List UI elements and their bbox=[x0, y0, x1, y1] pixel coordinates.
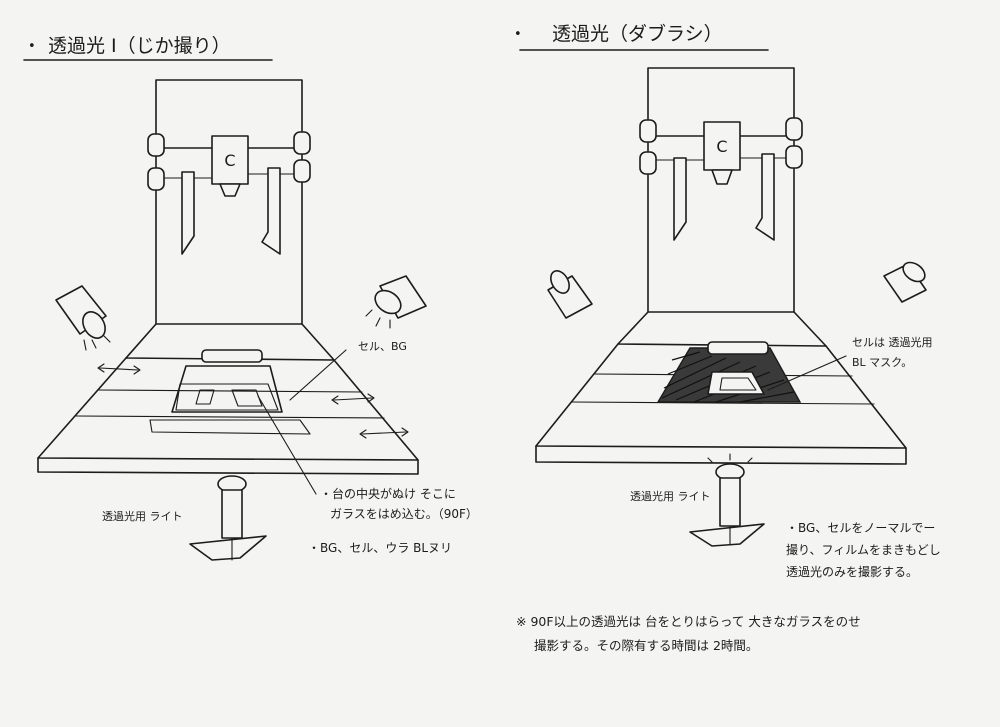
left-light-base bbox=[189, 535, 267, 561]
left-table-inset bbox=[149, 419, 311, 435]
left-table-seam-1 bbox=[97, 389, 363, 393]
left-leader-center bbox=[257, 395, 317, 495]
right-table-top bbox=[535, 343, 907, 449]
left-glass-cel-1 bbox=[195, 389, 215, 405]
left-stand-clamp-2 bbox=[147, 167, 165, 191]
footer-line2: 撮影する。その際有する時間は 2時間。 bbox=[534, 638, 758, 653]
right-peg-bar bbox=[707, 341, 769, 355]
left-transmission-light bbox=[189, 475, 267, 561]
left-note-center-line2: ガラスをはめ込む。（90F） bbox=[330, 507, 478, 521]
right-stand-clamp-4 bbox=[785, 145, 803, 169]
right-lamp-left bbox=[547, 270, 593, 319]
left-stand-clamp-3 bbox=[293, 131, 311, 155]
right-lamp-left-lens bbox=[550, 270, 570, 294]
left-lamp-left-ray-3 bbox=[83, 339, 87, 351]
left-label-cel-bg: セル、BG bbox=[358, 340, 407, 353]
left-title: 透過光 Ⅰ（じか撮り） bbox=[48, 35, 231, 57]
right-panel: • 透過光（ダブラシ） C bbox=[514, 22, 941, 579]
right-stand-clamp-1 bbox=[639, 119, 657, 143]
right-title: 透過光（ダブラシ） bbox=[552, 22, 723, 45]
left-table-seam-2 bbox=[75, 415, 385, 419]
left-panel: • 透過光 Ⅰ（じか撮り） C bbox=[23, 35, 478, 561]
left-camera-lens bbox=[219, 183, 241, 197]
footer-line1: ※ 90F以上の透過光は 台をとりはらって 大きなガラスをのせ bbox=[516, 614, 861, 629]
right-light-ray-1 bbox=[707, 457, 713, 463]
left-hanging-panel-1 bbox=[181, 171, 195, 255]
left-title-bullet: • bbox=[28, 39, 36, 54]
left-stand-frame bbox=[155, 79, 303, 325]
right-camera-lens bbox=[711, 169, 733, 185]
left-glass-opening bbox=[175, 383, 279, 411]
right-transmission-light bbox=[689, 453, 765, 547]
right-stand-frame bbox=[647, 67, 795, 313]
left-arrow-3 bbox=[359, 427, 409, 439]
right-camera-label: C bbox=[716, 137, 727, 156]
right-stand-clamp-3 bbox=[785, 117, 803, 141]
right-note-line2: 撮り、フィルムをまきもどし bbox=[786, 543, 941, 557]
right-note-line3: 透過光のみを撮影する。 bbox=[786, 565, 918, 579]
right-lamp-right-lens bbox=[902, 261, 926, 283]
left-leader-cel bbox=[289, 349, 347, 401]
right-mask-window-inner bbox=[719, 377, 757, 391]
left-arrow-1 bbox=[97, 363, 141, 375]
left-camera-body bbox=[211, 135, 249, 185]
left-table-front-edge bbox=[37, 457, 419, 475]
left-light-column bbox=[221, 489, 243, 539]
left-hanging-panel-2 bbox=[261, 167, 281, 255]
left-label-light: 透過光用 ライト bbox=[102, 509, 183, 523]
right-table-front-edge bbox=[535, 445, 907, 465]
right-camera-stand bbox=[639, 67, 803, 313]
left-stand-clamp-4 bbox=[293, 159, 311, 183]
right-table-seam-2 bbox=[571, 401, 875, 405]
right-camera: C bbox=[703, 121, 741, 185]
left-lamp-right-ray-1 bbox=[365, 309, 373, 317]
left-lamp-right bbox=[365, 275, 427, 329]
left-note-center-line1: ・台の中央がぬけ そこに bbox=[320, 486, 456, 501]
left-lamp-left-lens bbox=[82, 311, 106, 339]
right-light-column bbox=[719, 477, 741, 527]
right-lamp-right-housing bbox=[883, 263, 927, 303]
left-glass-frame bbox=[171, 365, 283, 413]
left-table-top bbox=[37, 357, 419, 461]
left-glass-cel-2 bbox=[231, 389, 263, 407]
left-peg-bar bbox=[201, 349, 263, 363]
left-lamp-right-lens bbox=[374, 289, 402, 315]
left-lamp-left bbox=[55, 285, 111, 351]
right-title-bullet: • bbox=[514, 27, 522, 42]
left-camera-label: C bbox=[224, 151, 235, 170]
right-label-light: 透過光用 ライト bbox=[630, 489, 711, 503]
left-animation-table bbox=[37, 323, 419, 475]
right-label-cel-line2: BL マスク。 bbox=[852, 356, 912, 369]
footer-note: ※ 90F以上の透過光は 台をとりはらって 大きなガラスをのせ 撮影する。その際… bbox=[516, 614, 861, 653]
right-hanging-panel-1 bbox=[673, 157, 687, 241]
left-lamp-left-ray-2 bbox=[103, 335, 111, 343]
right-animation-table bbox=[535, 311, 907, 465]
left-camera-stand bbox=[147, 79, 311, 325]
right-lamp-right bbox=[883, 261, 927, 303]
right-stand-clamp-2 bbox=[639, 151, 657, 175]
left-camera: C bbox=[211, 135, 249, 197]
right-hanging-panel-2 bbox=[755, 153, 775, 241]
left-note-bg: ・BG、セル、ウラ BLヌリ bbox=[308, 541, 452, 555]
left-stand-clamp-1 bbox=[147, 133, 165, 157]
right-table-back bbox=[617, 311, 827, 347]
left-lamp-left-ray-1 bbox=[91, 339, 97, 349]
left-arrow-2 bbox=[331, 393, 375, 405]
right-label-cel-line1: セルは 透過光用 bbox=[852, 335, 933, 349]
right-light-ray-3 bbox=[747, 457, 753, 463]
right-note-line1: ・BG、セルをノーマルでー bbox=[786, 521, 935, 535]
right-light-base bbox=[689, 523, 765, 547]
right-leader-cel bbox=[767, 355, 847, 391]
left-lamp-right-ray-2 bbox=[375, 317, 381, 327]
